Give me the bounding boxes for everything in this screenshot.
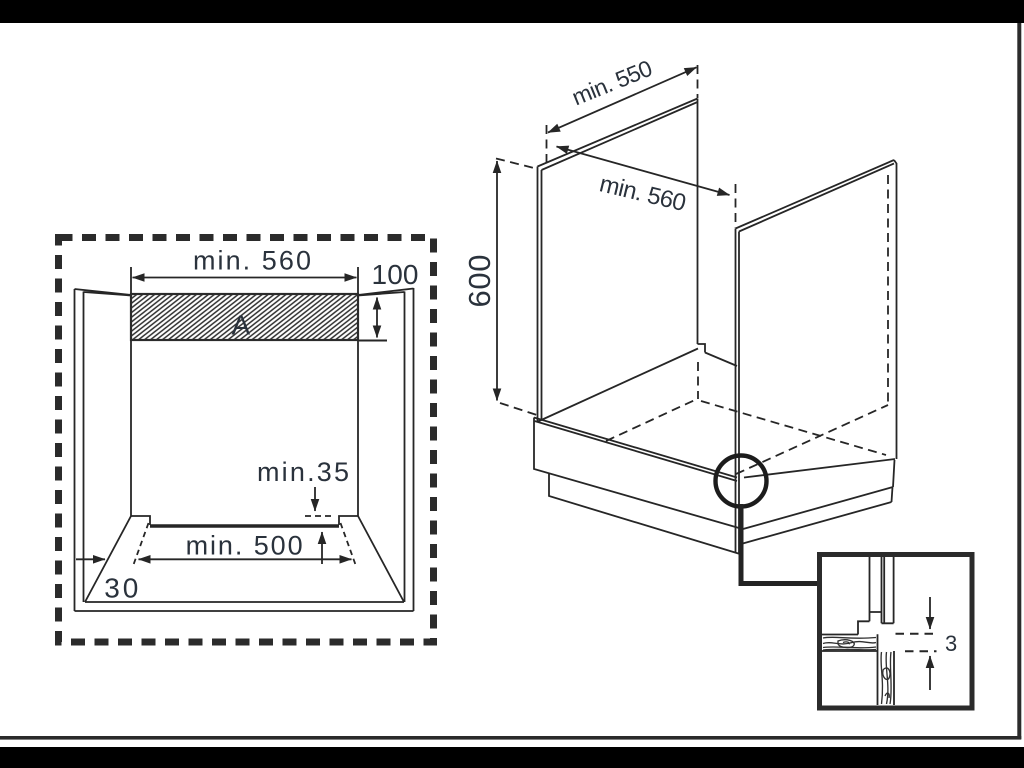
svg-text:600: 600 bbox=[462, 255, 497, 308]
svg-text:min. 560: min. 560 bbox=[193, 246, 311, 276]
svg-text:min. 560: min. 560 bbox=[597, 170, 689, 217]
svg-text:min. 550: min. 550 bbox=[568, 55, 656, 111]
svg-text:min.35: min.35 bbox=[257, 457, 349, 487]
svg-text:min. 500: min. 500 bbox=[186, 531, 303, 561]
svg-text:3: 3 bbox=[945, 631, 957, 656]
svg-text:100: 100 bbox=[372, 259, 419, 290]
svg-text:30: 30 bbox=[104, 573, 138, 604]
svg-text:A: A bbox=[231, 310, 250, 341]
